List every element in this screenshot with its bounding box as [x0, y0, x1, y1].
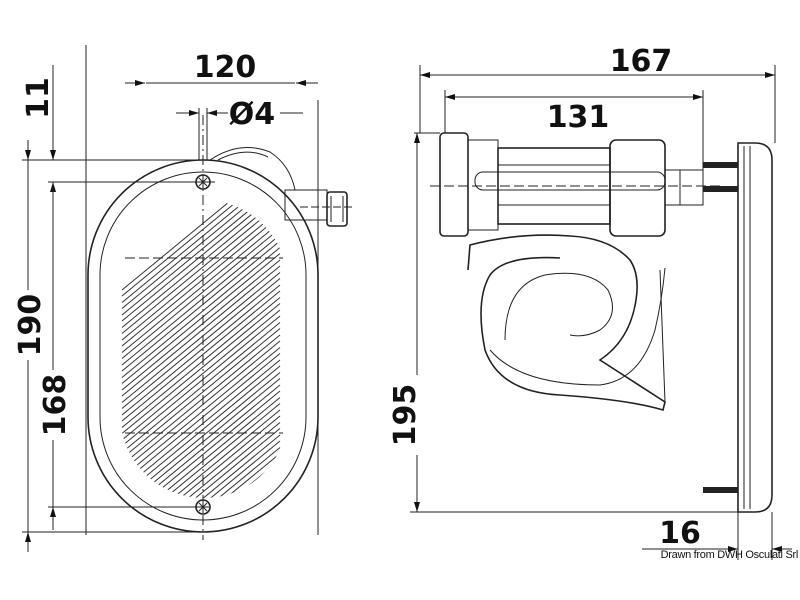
dimension-offset-11: 11 — [21, 77, 56, 119]
dimension-total-depth-167: 167 — [610, 44, 673, 79]
terminal — [664, 169, 704, 206]
dimension-height-190: 190 — [13, 294, 48, 357]
dimension-height-195: 195 — [388, 384, 423, 447]
rear-housing — [209, 147, 296, 191]
spiral-trumpet — [467, 234, 666, 412]
mounting-stud — [703, 487, 738, 493]
mounting-stud — [703, 186, 738, 192]
terminal-nut — [326, 191, 348, 227]
grille-slot — [121, 309, 281, 447]
extension-lines — [410, 65, 776, 560]
trumpet-bell-edge — [659, 269, 666, 403]
grille-slot — [121, 409, 281, 498]
motor-housing — [609, 139, 666, 237]
grille-slot — [121, 434, 281, 498]
spiral-inner-curve — [504, 272, 613, 341]
grille-slot — [121, 272, 281, 409]
dimension-screw-spacing-168: 168 — [38, 374, 73, 437]
credit-text: Drawn from DWH Osculati Srl — [661, 549, 798, 561]
grille-slot — [121, 397, 281, 498]
grille-slot — [121, 222, 281, 359]
dimension-line-195 — [392, 133, 426, 512]
grille-slots — [121, 200, 281, 498]
dimension-plate-16: 16 — [659, 516, 701, 551]
grille-slot — [121, 200, 281, 334]
horn-end-cap — [439, 132, 469, 237]
extension-lines — [22, 45, 319, 535]
dimension-line-168 — [40, 182, 70, 530]
mounting-stud — [703, 162, 738, 168]
grille-slot — [121, 209, 281, 347]
grille-slot — [121, 347, 281, 484]
internal-tube — [474, 171, 666, 191]
grille-slot — [121, 200, 281, 297]
connector-body — [284, 189, 328, 221]
grille-slot — [121, 472, 281, 498]
grille-slot — [121, 447, 281, 498]
diaphragm-housing — [467, 139, 499, 231]
grille-slot — [121, 422, 281, 498]
spiral-outer-curve — [489, 267, 666, 386]
mounting-plate — [737, 142, 773, 513]
rear-housing-detail — [217, 151, 269, 161]
grille-slot — [121, 359, 281, 497]
grille-slot — [121, 284, 281, 422]
grille-slot — [121, 234, 281, 372]
grille-slot — [121, 247, 281, 384]
dimension-body-depth-131: 131 — [547, 100, 610, 135]
side-view: 167 131 195 16 — [388, 44, 792, 560]
dimension-width-120: 120 — [194, 50, 257, 85]
dimension-hole-diameter: Ø4 — [229, 97, 275, 132]
grille-slot — [121, 322, 281, 459]
grille-slot — [121, 297, 281, 434]
grille-slot — [121, 259, 281, 397]
front-view: 120 Ø4 11 190 168 — [13, 45, 355, 552]
dimension-line-190 — [14, 140, 44, 552]
grille-slot — [121, 334, 281, 472]
